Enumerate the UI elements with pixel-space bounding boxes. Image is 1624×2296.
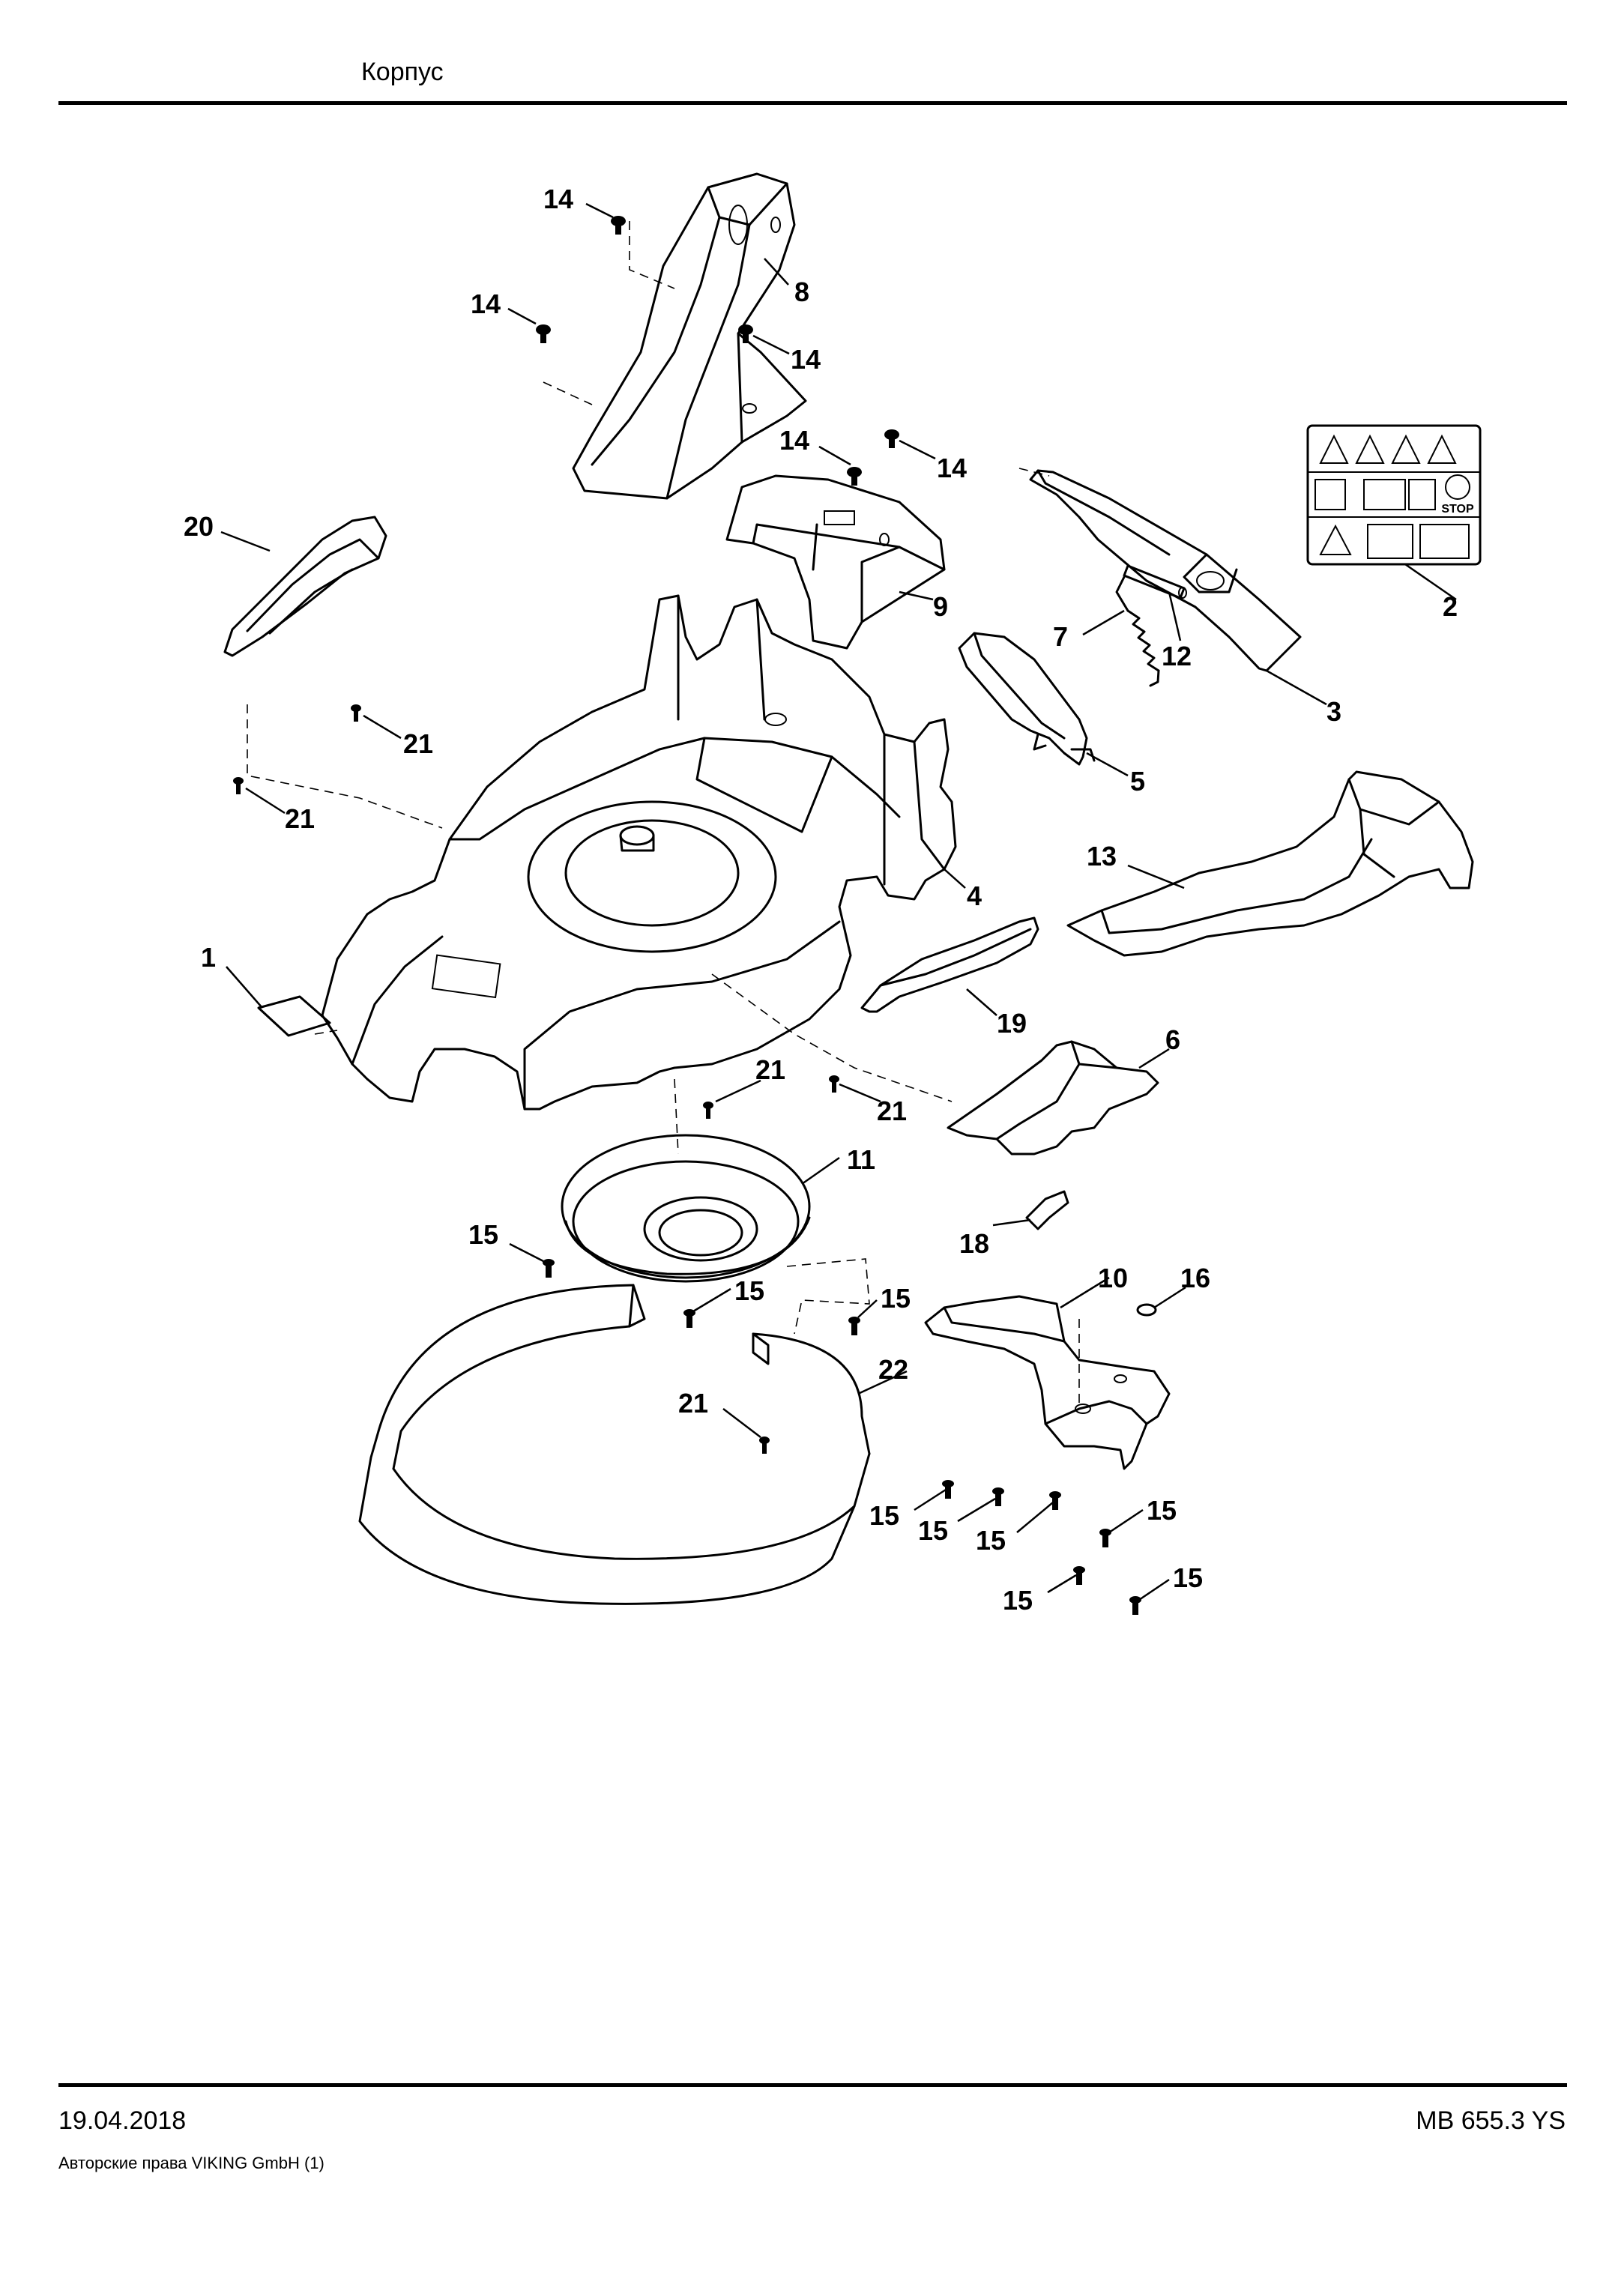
callout-15: 15 [1173,1562,1203,1593]
callout-15: 15 [869,1500,899,1531]
screw-21-c [703,1102,713,1119]
callout-15: 15 [976,1525,1006,1556]
callout-14: 14 [543,184,573,214]
callout-13: 13 [1087,841,1117,871]
screw-21-b [233,777,244,794]
callout-14: 14 [779,425,809,456]
screw-15-c [848,1317,860,1335]
callout-14: 14 [791,344,821,375]
page-title: Корпус [361,58,444,86]
callout-10: 10 [1098,1263,1128,1293]
callout-3: 3 [1326,696,1341,727]
footer-model: MB 655.3 YS [1416,2106,1566,2135]
callout-21: 21 [755,1054,785,1085]
part-6-deflector [947,1040,1159,1155]
callout-labels: 14 8 14 14 14 14 20 9 2 7 12 3 21 21 5 1… [184,184,1458,1616]
screw-15-h [1073,1566,1085,1585]
screw-15-a [543,1259,555,1278]
footer-copyright: Авторские права VIKING GmbH (1) [58,2154,325,2172]
callout-12: 12 [1162,641,1192,671]
callout-11: 11 [847,1144,875,1175]
part-5-side-rail [958,632,1096,766]
screw-14-d [847,467,862,486]
callout-2: 2 [1443,591,1458,622]
callout-14: 14 [937,453,967,483]
screw-21-d [829,1075,839,1093]
callout-22: 22 [878,1354,908,1385]
part-8-handle-bracket [572,172,807,500]
part-13-grass-chute [1066,770,1474,957]
screw-21-a [351,704,361,722]
screws [233,216,1141,1615]
callout-16: 16 [1180,1263,1210,1293]
screw-15-i [1129,1596,1141,1615]
callout-4: 4 [967,880,982,911]
part-4-mower-housing [321,594,957,1111]
callout-15: 15 [468,1219,498,1250]
part-22-skirt [358,1284,871,1605]
part-20-rear-cover [223,516,387,657]
callout-21: 21 [678,1388,708,1419]
callout-15: 15 [1003,1585,1033,1616]
part-2-warning-sticker: STOP [1306,424,1482,566]
callout-15: 15 [734,1275,764,1306]
screw-21-e [759,1436,770,1454]
callout-5: 5 [1130,766,1145,797]
part-9-center-bracket [725,474,946,650]
sticker-stop-text: STOP [1441,503,1474,516]
callout-15: 15 [918,1515,948,1546]
footer-rule [58,2083,1567,2087]
callout-14: 14 [471,288,501,319]
part-11-dish [561,1134,811,1283]
callout-20: 20 [184,511,214,542]
part-10-lower-bracket [924,1295,1171,1470]
screw-15-e [992,1487,1004,1506]
part-12-pin [1123,564,1187,599]
callout-8: 8 [794,277,809,307]
part-16-ring [1136,1303,1157,1317]
part-1-label [257,995,331,1037]
screw-14-b [536,324,551,343]
screw-15-b [683,1309,695,1328]
screw-14-e [884,429,899,448]
screw-15-f [1049,1491,1061,1510]
callout-18: 18 [959,1228,989,1259]
footer-date: 19.04.2018 [58,2106,187,2135]
callout-21: 21 [877,1096,907,1126]
screw-15-d [942,1480,954,1499]
screw-14-a [611,216,626,235]
callout-15: 15 [1147,1495,1177,1526]
header-rule [58,101,1567,105]
callout-6: 6 [1165,1024,1180,1055]
callout-21: 21 [285,803,315,834]
screw-14-c [738,324,753,343]
assembly-dash-lines [247,221,1080,1409]
callout-1: 1 [201,942,216,973]
callout-21: 21 [403,728,433,759]
part-18-clip [1025,1190,1069,1230]
leader-lines [220,202,1457,1601]
part-19-strip [860,916,1039,1013]
callout-15: 15 [881,1283,911,1314]
part-7-spring [1115,575,1160,687]
screw-15-g [1099,1529,1111,1547]
callout-9: 9 [933,591,948,622]
callout-7: 7 [1053,621,1068,652]
callout-19: 19 [997,1008,1027,1039]
